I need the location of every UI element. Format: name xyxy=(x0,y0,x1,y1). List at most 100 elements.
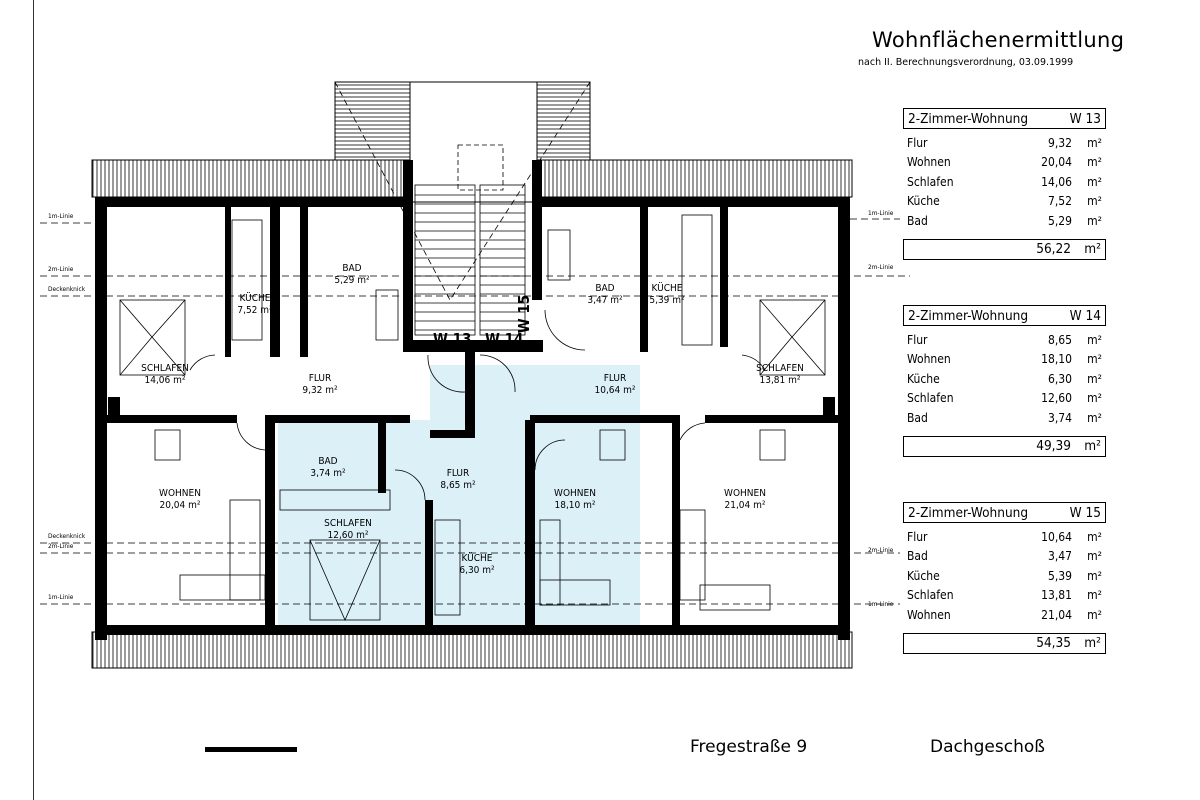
room-area: 8,65 xyxy=(1047,332,1072,347)
room-area: 14,06 m² xyxy=(144,375,186,386)
room-name: Küche xyxy=(907,371,940,386)
room-name: Flur xyxy=(907,529,928,544)
room-area: 3,47 xyxy=(1047,549,1072,564)
unit-label-w15: W 15 xyxy=(515,294,534,334)
room-area: 10,64 m² xyxy=(594,385,636,396)
room-name: BAD xyxy=(595,283,615,294)
unit: m² xyxy=(1087,529,1102,544)
unit: m² xyxy=(1087,588,1102,603)
room-area: 18,10 xyxy=(1041,352,1072,367)
page-border xyxy=(33,0,34,800)
unit: m² xyxy=(1087,568,1102,583)
unit: m² xyxy=(1087,410,1102,425)
table-row: Flur 8,65 m² xyxy=(903,330,1106,350)
room-area: 20,04 xyxy=(1041,155,1072,170)
unit: m² xyxy=(1087,607,1102,622)
unit: m² xyxy=(1087,391,1102,406)
document-subtitle: nach II. Berechnungsverordnung, 03.09.19… xyxy=(858,57,1074,68)
room-area: 6,30 xyxy=(1047,371,1072,386)
room-name: WOHNEN xyxy=(159,488,201,499)
room-area: 13,81 xyxy=(1041,588,1072,603)
room-name: FLUR xyxy=(446,468,470,479)
unit: m² xyxy=(1084,438,1101,454)
room-name: BAD xyxy=(318,456,338,467)
staircase xyxy=(334,81,591,336)
dormer-left xyxy=(334,81,411,161)
label-ceiling-kink: Deckenknick xyxy=(48,532,86,540)
room-name: KÜCHE xyxy=(239,293,271,304)
unit: m² xyxy=(1087,155,1102,170)
room-name: Küche xyxy=(907,568,940,583)
unit: m² xyxy=(1087,549,1102,564)
total-area: 54,35 xyxy=(1036,635,1071,651)
room-area: 21,04 xyxy=(1041,607,1072,622)
room-area: 12,60 xyxy=(1041,391,1072,406)
room-area: 10,64 xyxy=(1041,529,1072,544)
label-ceiling-kink: Deckenknick xyxy=(48,285,86,293)
scale-bar xyxy=(205,747,297,752)
table-row: Bad 3,47 m² xyxy=(903,547,1106,567)
door-swings xyxy=(189,309,766,501)
room-area: 20,04 m² xyxy=(159,500,201,511)
room-area: 7,52 xyxy=(1047,194,1072,209)
unit: m² xyxy=(1087,371,1102,386)
room-area: 3,47 m² xyxy=(587,295,623,306)
room-name: Schlafen xyxy=(907,588,954,603)
apartment-id: W 13 xyxy=(1069,110,1101,127)
apartment-id: W 15 xyxy=(1069,504,1101,521)
table-row: Schlafen 13,81 m² xyxy=(903,586,1106,606)
room-name: Bad xyxy=(907,549,928,564)
room-name: SCHLAFEN xyxy=(141,363,189,374)
unit: m² xyxy=(1087,352,1102,367)
room-name: Schlafen xyxy=(907,174,954,189)
room-area: 5,39 m² xyxy=(649,295,685,306)
room-name: Küche xyxy=(907,194,940,209)
unit: m² xyxy=(1087,332,1102,347)
walls xyxy=(95,160,850,640)
room-area: 3,74 xyxy=(1047,410,1072,425)
unit-label-w13: W 13 xyxy=(433,330,472,348)
total-area: 56,22 xyxy=(1036,241,1071,257)
room-area: 5,29 m² xyxy=(334,275,370,286)
room-area: 21,04 m² xyxy=(724,500,766,511)
document-title: Wohnflächenermittlung xyxy=(872,28,1125,52)
table-row: Schlafen 12,60 m² xyxy=(903,389,1106,409)
street-address: Fregestraße 9 xyxy=(690,737,808,757)
label-1m-line: 1m-Linie xyxy=(868,209,894,217)
room-name: Schlafen xyxy=(907,391,954,406)
room-area: 7,52 m² xyxy=(237,305,273,316)
room-name: Flur xyxy=(907,332,928,347)
unit: m² xyxy=(1087,135,1102,150)
furniture xyxy=(119,214,826,621)
label-2m-line: 2m-Linie xyxy=(868,263,894,271)
room-area: 3,74 m² xyxy=(310,468,346,479)
room-name: WOHNEN xyxy=(724,488,766,499)
room-name: FLUR xyxy=(308,373,332,384)
unit-label-w14: W 14 xyxy=(485,330,524,348)
room-area: 5,39 xyxy=(1047,568,1072,583)
floor-name: Dachgeschoß xyxy=(930,737,1045,757)
apartment-id: W 14 xyxy=(1069,307,1101,324)
label-1m-line: 1m-Linie xyxy=(48,593,74,601)
label-1m-line: 1m-Linie xyxy=(868,600,894,608)
room-area: 18,10 m² xyxy=(554,500,596,511)
